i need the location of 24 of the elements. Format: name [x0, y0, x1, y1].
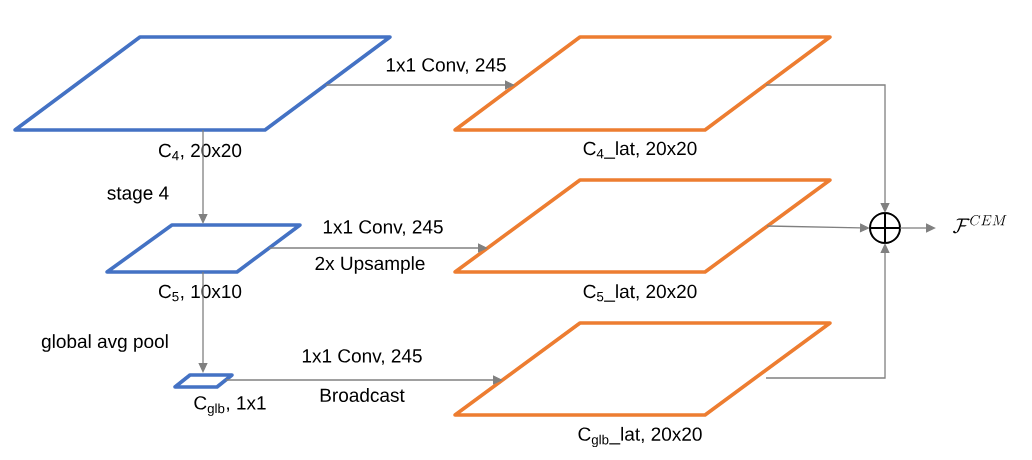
map-label: C$_{4}$_lat, 20x20 — [583, 141, 697, 159]
operation-label: Broadcast — [318, 387, 406, 403]
arrow — [198, 271, 208, 373]
arrow — [225, 375, 503, 385]
arrow — [198, 129, 208, 224]
arrow — [766, 223, 870, 233]
map-label: C$_{glb}$, 1x1 — [194, 396, 266, 416]
map-label: C$_{5}$, 10x10 — [159, 284, 242, 302]
map-label: C$_{4}$, 20x20 — [159, 143, 242, 161]
arrow — [325, 80, 515, 90]
edge-label: 1x1 Conv, 245 — [321, 219, 445, 237]
edge-label: stage 4 — [105, 185, 171, 205]
map-label: C$_{glb}$_lat, 20x20 — [578, 426, 702, 448]
operation-label: 2x Upsample — [313, 255, 427, 275]
edge-label: 1x1 Conv, 245 — [384, 57, 508, 75]
map-label: C$_{5}$_lat, 20x20 — [583, 284, 697, 302]
edge-label: 1x1 Conv, 245 — [300, 348, 424, 366]
arrow — [765, 243, 890, 379]
arrow — [899, 223, 936, 233]
arrow — [765, 84, 890, 213]
output-symbol: $\mathcal{F}^{CEM}$ — [952, 215, 1007, 234]
arrow — [268, 243, 488, 253]
sum-symbol — [868, 211, 902, 245]
edge-label: global avg pool — [40, 333, 170, 353]
